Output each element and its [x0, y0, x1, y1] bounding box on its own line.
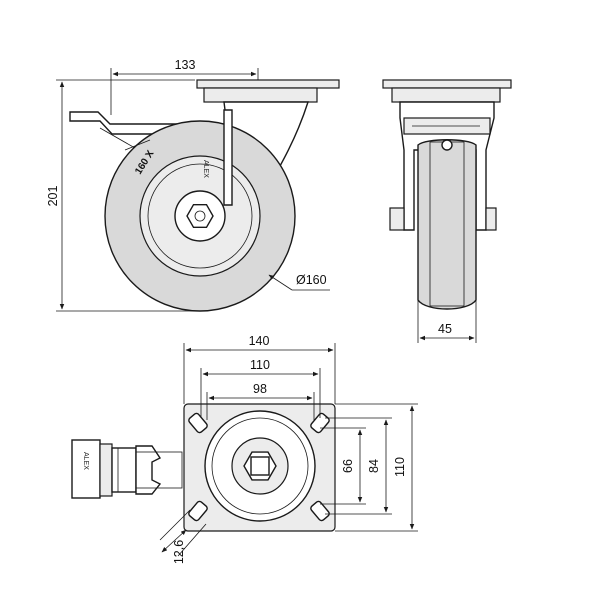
- dim-text-110-v: 110: [393, 457, 407, 477]
- dim-line-12-6: [161, 529, 187, 553]
- dim-text-66: 66: [341, 459, 355, 473]
- bolt-slot-br: [310, 500, 330, 522]
- dim-text-110-h: 110: [250, 358, 270, 372]
- top-view: ALEX 140: [71, 334, 418, 564]
- dim-text-84: 84: [367, 459, 381, 473]
- dim-text-98: 98: [253, 382, 267, 396]
- bolt-slot-tl: [188, 412, 208, 434]
- side-brand-text: ALEX: [202, 160, 209, 178]
- bolt-slot-bl: [188, 500, 208, 522]
- dim-text-d160: Ø160: [296, 273, 327, 287]
- front-top-plate: [382, 79, 512, 89]
- front-axle-left: [389, 207, 405, 231]
- side-axle-nut: [186, 203, 214, 229]
- dim-text-45: 45: [438, 322, 452, 336]
- dim-text-140: 140: [249, 334, 270, 348]
- front-wheel: [417, 139, 477, 310]
- dim-text-201: 201: [46, 186, 60, 207]
- side-view: ALEX 160 X 133 201 Ø160: [46, 58, 340, 312]
- front-view: 45: [382, 79, 512, 343]
- brake-pedal: ALEX: [71, 439, 183, 499]
- brake-brand-text: ALEX: [82, 452, 89, 470]
- dim-text-133: 133: [175, 58, 196, 72]
- dim-leader-d160: [268, 274, 293, 291]
- side-top-plate: [196, 79, 340, 89]
- side-swivel-head: [203, 87, 318, 103]
- bolt-slot-tr: [310, 412, 330, 434]
- dim-text-12-6: 12,6: [172, 540, 186, 564]
- front-axle-right: [485, 207, 497, 231]
